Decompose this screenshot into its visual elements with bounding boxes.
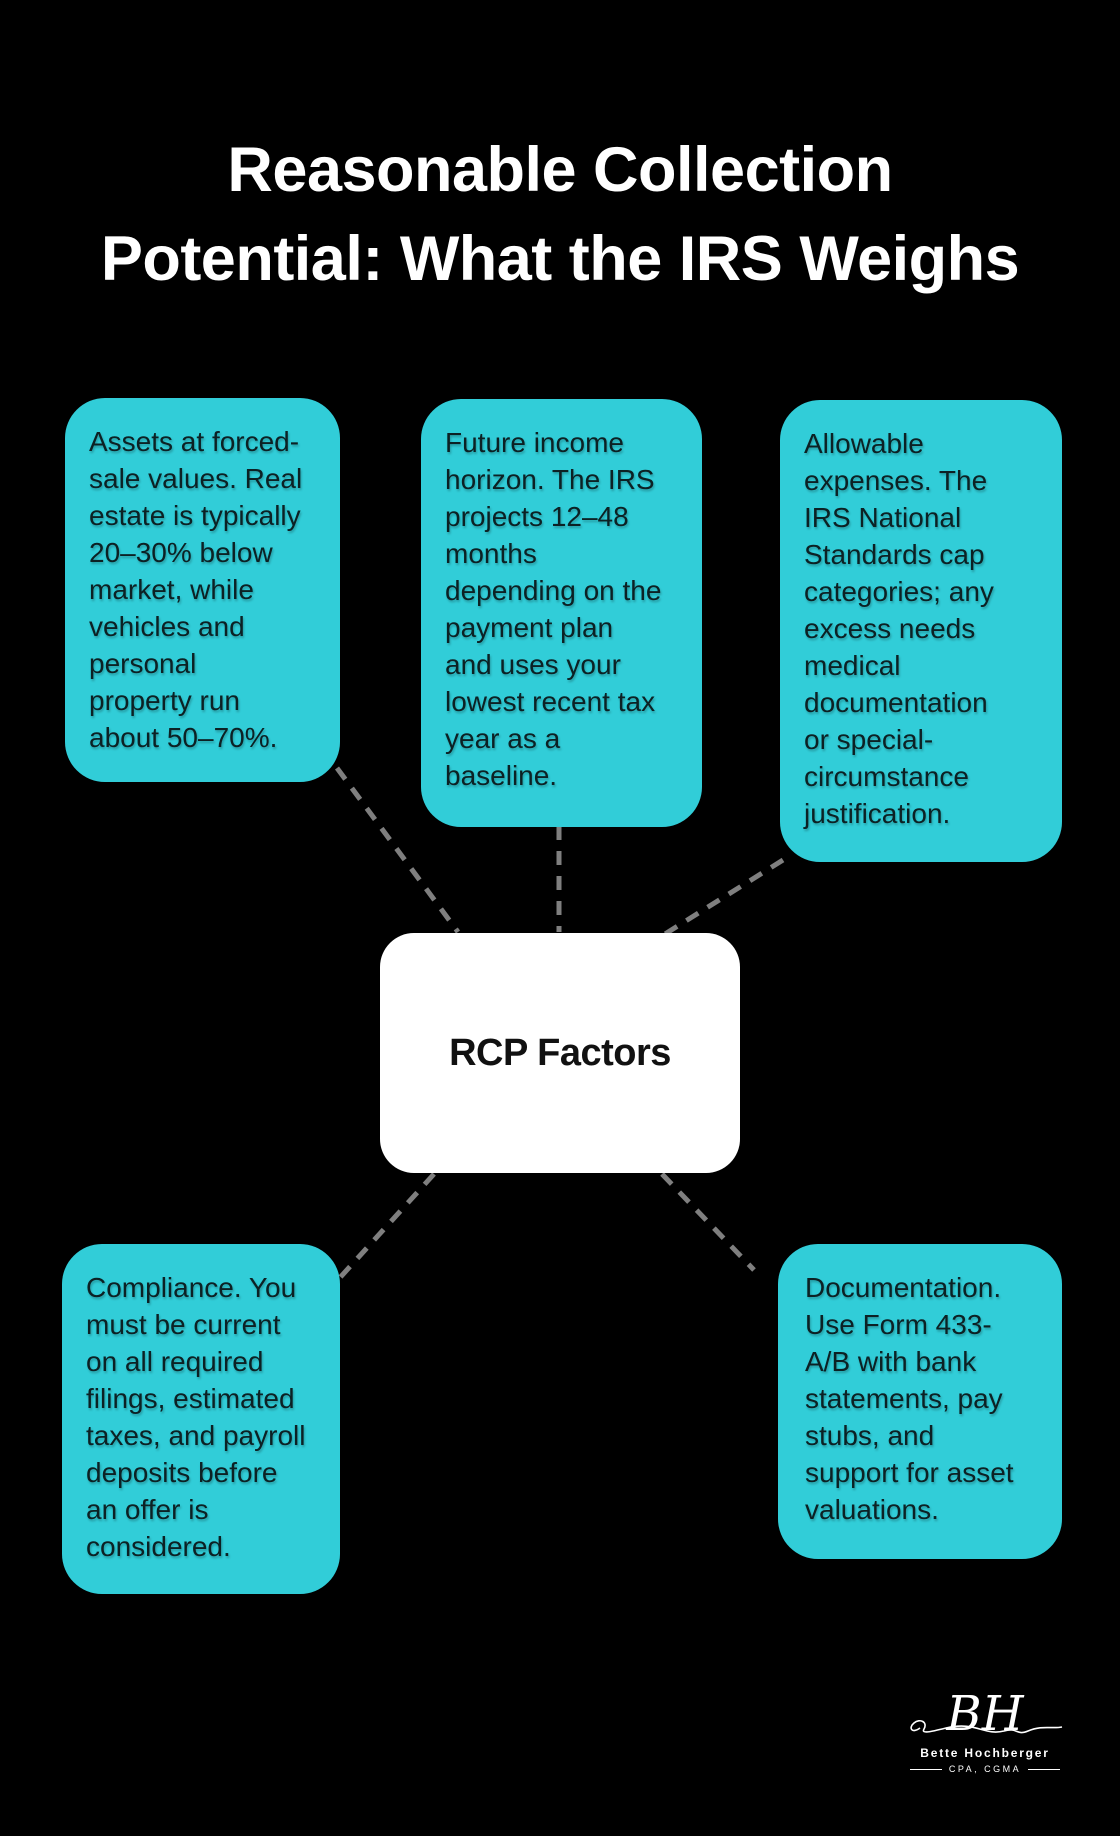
signature-flourish-icon <box>910 1720 1063 1734</box>
center-node-rcp-factors: RCP Factors <box>380 933 740 1173</box>
signature-credentials-row: CPA, CGMA <box>910 1764 1060 1774</box>
signature-monogram: BH <box>910 1686 1063 1742</box>
credential-rule-left <box>910 1768 942 1770</box>
factor-node-assets: Assets at forced- sale values. Real esta… <box>65 398 340 782</box>
page-title: Reasonable Collection Potential: What th… <box>100 135 1020 295</box>
factor-node-future-income: Future income horizon. The IRS projects … <box>421 399 702 827</box>
signature-monogram-text: BH <box>946 1686 1024 1742</box>
factor-node-documentation: Documentation. Use Form 433- A/B with ba… <box>778 1244 1062 1559</box>
signature-block: BH Bette Hochberger CPA, CGMA <box>910 1686 1063 1774</box>
connector-allowable-expenses <box>663 857 785 937</box>
connector-documentation <box>660 1172 756 1272</box>
signature-credentials: CPA, CGMA <box>948 1764 1022 1774</box>
factor-node-compliance: Compliance. You must be current on all r… <box>62 1244 340 1594</box>
center-node-label: RCP Factors <box>449 1031 671 1074</box>
credential-rule-right <box>1028 1768 1060 1770</box>
factor-node-allowable-expenses: Allowable expenses. The IRS National Sta… <box>780 400 1062 862</box>
connector-compliance <box>334 1172 436 1284</box>
signature-name: Bette Hochberger <box>920 1746 1050 1760</box>
